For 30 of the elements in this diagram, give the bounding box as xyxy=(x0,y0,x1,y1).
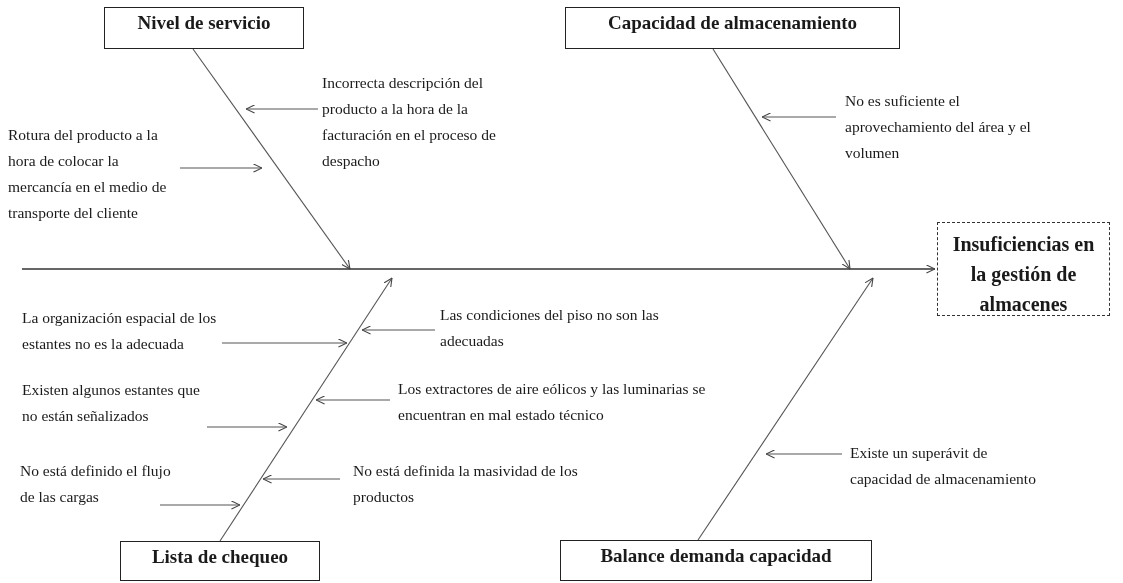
arrow xyxy=(159,500,241,510)
cause-text: Los extractores de aire eólicos y las luminarias se encuentran en mal estado técnico xyxy=(398,376,730,428)
arrow xyxy=(206,422,288,432)
arrow xyxy=(761,112,837,122)
cause-text: No está definida la masividad de los productos xyxy=(353,458,613,510)
cause-text: No es suficiente el aprovechamiento del área y el volumen xyxy=(845,88,1057,166)
cause-text: No está definido el flujo de las cargas xyxy=(20,458,188,510)
cause-text: La organización espacial de los estantes no es la adecuada xyxy=(22,305,248,357)
bone-arrow xyxy=(712,48,851,270)
effect-box: Insuficiencias en la gestión de almacenes xyxy=(937,222,1110,316)
cause-text: Rotura del producto a la hora de colocar la mercancía en el medio de transporte del cliente xyxy=(8,122,170,226)
bone-arrow xyxy=(697,277,874,541)
bone-arrow xyxy=(219,277,393,542)
category-box: Capacidad de almacenamiento xyxy=(565,7,900,49)
category-box: Nivel de servicio xyxy=(104,7,304,49)
arrow xyxy=(262,474,341,484)
bone-arrow xyxy=(192,48,351,270)
cause-text: Existe un superávit de capacidad de almacenamiento xyxy=(850,440,1052,492)
arrow xyxy=(221,338,348,348)
cause-text: Incorrecta descripción del producto a la hora de la facturación en el proceso de despacho xyxy=(322,70,527,174)
arrow xyxy=(315,395,391,405)
arrow xyxy=(245,104,319,114)
arrow xyxy=(765,449,843,459)
arrow xyxy=(179,163,263,173)
category-box: Balance demanda capacidad xyxy=(560,540,872,581)
arrow xyxy=(361,325,436,335)
spine-arrow xyxy=(21,264,936,274)
cause-text: Existen algunos estantes que no están señalizados xyxy=(22,377,212,429)
category-box: Lista de chequeo xyxy=(120,541,320,581)
cause-text: Las condiciones del piso no son las adecuadas xyxy=(440,302,692,354)
